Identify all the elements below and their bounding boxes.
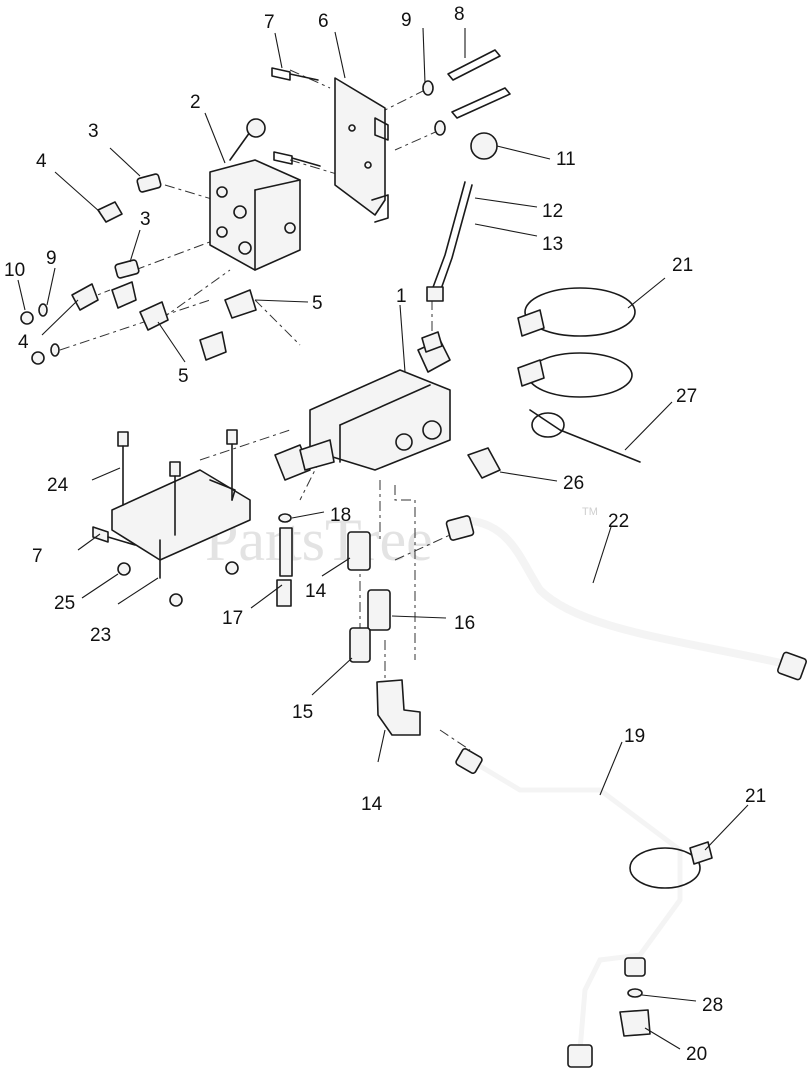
callout-9: 9 (46, 248, 57, 269)
callout-16: 16 (454, 613, 475, 634)
callout-9: 9 (401, 10, 412, 31)
small-fittings (20, 173, 257, 365)
parts-14-18-fittings (276, 513, 421, 736)
part-1-main-valve (274, 331, 451, 481)
callout-27: 27 (676, 386, 697, 407)
callout-19: 19 (624, 726, 645, 747)
callout-2: 2 (190, 92, 201, 113)
callout-17: 17 (222, 608, 243, 629)
part-2-control-valve (209, 118, 301, 271)
part-19-tube (455, 748, 683, 1068)
part-11-13-lever (426, 132, 498, 302)
callout-28: 28 (702, 995, 723, 1016)
callout-5: 5 (178, 366, 189, 387)
assembly-lines (59, 69, 471, 751)
callout-26: 26 (563, 473, 584, 494)
callout-18: 18 (330, 505, 351, 526)
callout-24: 24 (47, 475, 69, 496)
callout-8: 8 (454, 4, 465, 25)
callout-15: 15 (292, 702, 313, 723)
callout-labels: 1 2 3 3 4 4 5 5 6 7 7 8 9 9 10 11 12 13 … (4, 4, 766, 1065)
callout-7: 7 (264, 12, 275, 33)
callout-6: 6 (318, 11, 329, 32)
callout-11: 11 (556, 149, 576, 170)
callout-3: 3 (88, 121, 99, 142)
leader-lines (17, 27, 749, 1050)
part-21-clamps (517, 287, 713, 889)
top-fasteners (271, 49, 511, 167)
callout-23: 23 (90, 625, 111, 646)
callout-20: 20 (686, 1044, 707, 1065)
part-22-hose (445, 515, 807, 681)
callout-14: 14 (361, 794, 383, 815)
callout-12: 12 (542, 201, 563, 222)
callout-21: 21 (745, 786, 766, 807)
callout-13: 13 (542, 234, 563, 255)
callout-25: 25 (54, 593, 75, 614)
callout-4: 4 (18, 332, 29, 353)
part-27-cable-tie (529, 409, 641, 463)
watermark: PartsTree TM (205, 506, 598, 573)
callout-5: 5 (312, 293, 323, 314)
part-26-fitting (467, 447, 501, 479)
part-6-mounting-plate (334, 77, 389, 223)
watermark-trademark: TM (582, 506, 598, 518)
callout-21: 21 (672, 255, 693, 276)
callout-22: 22 (608, 511, 629, 532)
callout-7: 7 (32, 546, 43, 567)
parts-20-28 (619, 988, 651, 1037)
callout-1: 1 (396, 286, 407, 307)
part-23-bracket (92, 429, 251, 607)
callout-3: 3 (140, 209, 151, 230)
callout-4: 4 (36, 151, 47, 172)
callout-10: 10 (4, 260, 25, 281)
callout-14: 14 (305, 581, 327, 602)
